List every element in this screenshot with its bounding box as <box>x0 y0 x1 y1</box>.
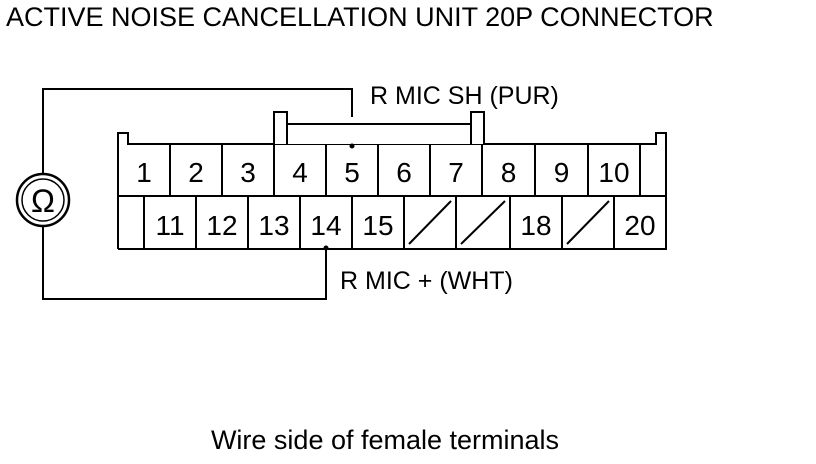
terminal-2: 2 <box>188 157 204 188</box>
terminal-9: 9 <box>554 157 570 188</box>
terminal-10: 10 <box>598 157 629 188</box>
connector-body <box>117 132 667 250</box>
wire-label-top: R MIC SH (PUR) <box>370 82 559 110</box>
terminal-11: 11 <box>155 210 184 241</box>
terminal-15: 15 <box>362 210 393 241</box>
terminal-5: 5 <box>344 157 360 188</box>
diagram-caption: Wire side of female terminals <box>210 425 560 455</box>
terminal-3: 3 <box>240 157 256 188</box>
terminal-12: 12 <box>206 210 237 241</box>
ohm-symbol: Ω <box>31 183 55 219</box>
probe-wire-bottom <box>42 222 327 300</box>
terminal-7: 7 <box>448 157 464 188</box>
terminal-8: 8 <box>501 157 517 188</box>
empty-cavity-slash <box>408 200 452 245</box>
terminal-20: 20 <box>624 210 655 241</box>
terminal-18: 18 <box>520 210 551 241</box>
probe-contact-terminal-5 <box>349 143 355 149</box>
diagram-title: ACTIVE NOISE CANCELLATION UNIT 20P CONNE… <box>6 2 714 32</box>
terminal-6: 6 <box>396 157 412 188</box>
empty-cavity-slash <box>566 200 610 245</box>
connector-lock-tab <box>273 111 485 144</box>
terminal-4: 4 <box>292 157 308 188</box>
ohmmeter-icon: Ω <box>15 172 71 228</box>
terminal-14: 14 <box>310 210 341 241</box>
probe-contact-terminal-14 <box>323 245 329 251</box>
terminal-1: 1 <box>136 157 152 188</box>
terminal-13: 13 <box>258 210 289 241</box>
wire-label-bottom: R MIC + (WHT) <box>340 267 513 295</box>
empty-cavity-slash <box>460 200 506 245</box>
